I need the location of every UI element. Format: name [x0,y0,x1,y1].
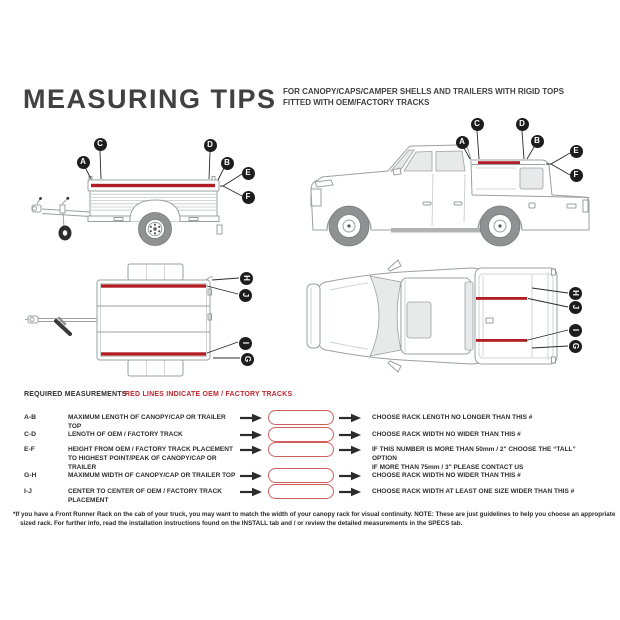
label-j: J [238,288,252,302]
measurement-fill-in-box [268,410,334,425]
page-subtitle: FOR CANOPY/CAPS/CAMPER SHELLS AND TRAILE… [283,87,593,108]
label-f: F [241,190,255,204]
trailer-top-view-diagram: H J I G [24,258,274,388]
label-j: J [568,300,582,314]
arrow-right-icon [240,413,262,423]
truck-side-drawing [310,130,590,247]
red-lines-legend: *RED LINES INDICATE OEM / FACTORY TRACKS [122,391,293,398]
label-d: D [203,138,217,152]
measurement-row-cd: C-D LENGTH OF OEM / FACTORY TRACK CHOOSE… [24,427,602,447]
measurement-fill-in-box [268,468,334,483]
measurement-fill-in-box [268,427,334,442]
measurement-description: MAXIMUM LENGTH OF CANOPY/CAP OR TRAILER … [68,414,226,430]
measurement-description: CENTER TO CENTER OF OEM / FACTORY TRACK … [68,488,222,504]
label-b: B [220,156,234,170]
measurement-guidance: CHOOSE RACK WIDTH NO WIDER THAN THIS # [372,472,521,479]
measurement-id: I-J [24,488,32,495]
label-c: C [93,137,107,151]
measurements-table: A-B MAXIMUM LENGTH OF CANOPY/CAP OR TRAI… [24,410,602,505]
arrow-right-icon [339,445,361,455]
measurement-id: C-D [24,431,37,438]
measurement-guidance: CHOOSE RACK WIDTH NO WIDER THAN THIS # [372,431,521,438]
label-h: H [568,286,582,300]
measurement-id: A-B [24,414,37,421]
truck-top-view-diagram: H J I G [302,252,600,394]
arrow-right-icon [339,413,361,423]
measurement-fill-in-box [268,442,334,457]
arrow-right-icon [240,471,262,481]
arrow-right-icon [339,471,361,481]
measurement-description: MAXIMUM WIDTH OF CANOPY/CAP OR TRAILER T… [68,472,236,479]
arrow-right-icon [240,445,262,455]
page-title: MEASURING TIPS [23,84,277,114]
label-a: A [76,155,90,169]
label-c: C [470,117,484,131]
measurement-description: LENGTH OF OEM / FACTORY TRACK [68,431,183,438]
truck-side-view-diagram: A C D B E F [305,117,597,248]
label-g: G [568,339,582,353]
subtitle-line-2: FITTED WITH OEM/FACTORY TRACKS [283,97,430,107]
arrow-right-icon [240,487,262,497]
measurement-row-ab: A-B MAXIMUM LENGTH OF CANOPY/CAP OR TRAI… [24,410,602,430]
label-e: E [241,166,255,180]
label-a: A [455,135,469,149]
label-i: I [238,336,252,350]
arrow-right-icon [339,487,361,497]
truck-top-drawing [306,259,569,373]
measurement-fill-in-box [268,484,334,499]
arrow-right-icon [240,430,262,440]
guidance-line-2: IF MORE THAN 75mm / 3" PLEASE CONTACT US [372,463,524,471]
measurement-row-ef: E-F HEIGHT FROM OEM / FACTORY TRACK PLAC… [24,442,602,471]
trailer-side-view-diagram: C A D B E F [24,130,269,252]
label-b: B [530,134,544,148]
measurement-id: E-F [24,446,35,453]
arrow-right-icon [339,430,361,440]
measurement-row-gh: G-H MAXIMUM WIDTH OF CANOPY/CAP OR TRAIL… [24,468,602,488]
measurement-guidance: CHOOSE RACK LENGTH NO LONGER THAN THIS # [372,414,533,421]
label-d: D [515,117,529,131]
trailer-top-drawing [25,263,240,377]
measurement-guidance: IF THIS NUMBER IS MORE THAN 50mm / 2" CH… [372,446,602,472]
measurements-heading: REQUIRED MEASUREMENTS [24,391,127,398]
subtitle-line-1: FOR CANOPY/CAPS/CAMPER SHELLS AND TRAILE… [283,87,564,96]
label-e: E [569,144,583,158]
measurement-row-ij: I-J CENTER TO CENTER OF OEM / FACTORY TR… [24,484,602,504]
label-i: I [568,323,582,337]
label-f: F [569,168,583,182]
footnote: *If you have a Front Runner Rack on the … [13,511,616,527]
label-h: H [239,271,253,285]
measurement-description: HEIGHT FROM OEM / FACTORY TRACK PLACEMEN… [68,446,233,471]
measurement-id: G-H [24,472,37,479]
label-g: G [240,352,254,366]
measurement-guidance: CHOOSE RACK WIDTH AT LEAST ONE SIZE WIDE… [372,488,575,495]
trailer-side-drawing [31,150,243,246]
guidance-line-1: IF THIS NUMBER IS MORE THAN 50mm / 2" CH… [372,446,576,462]
